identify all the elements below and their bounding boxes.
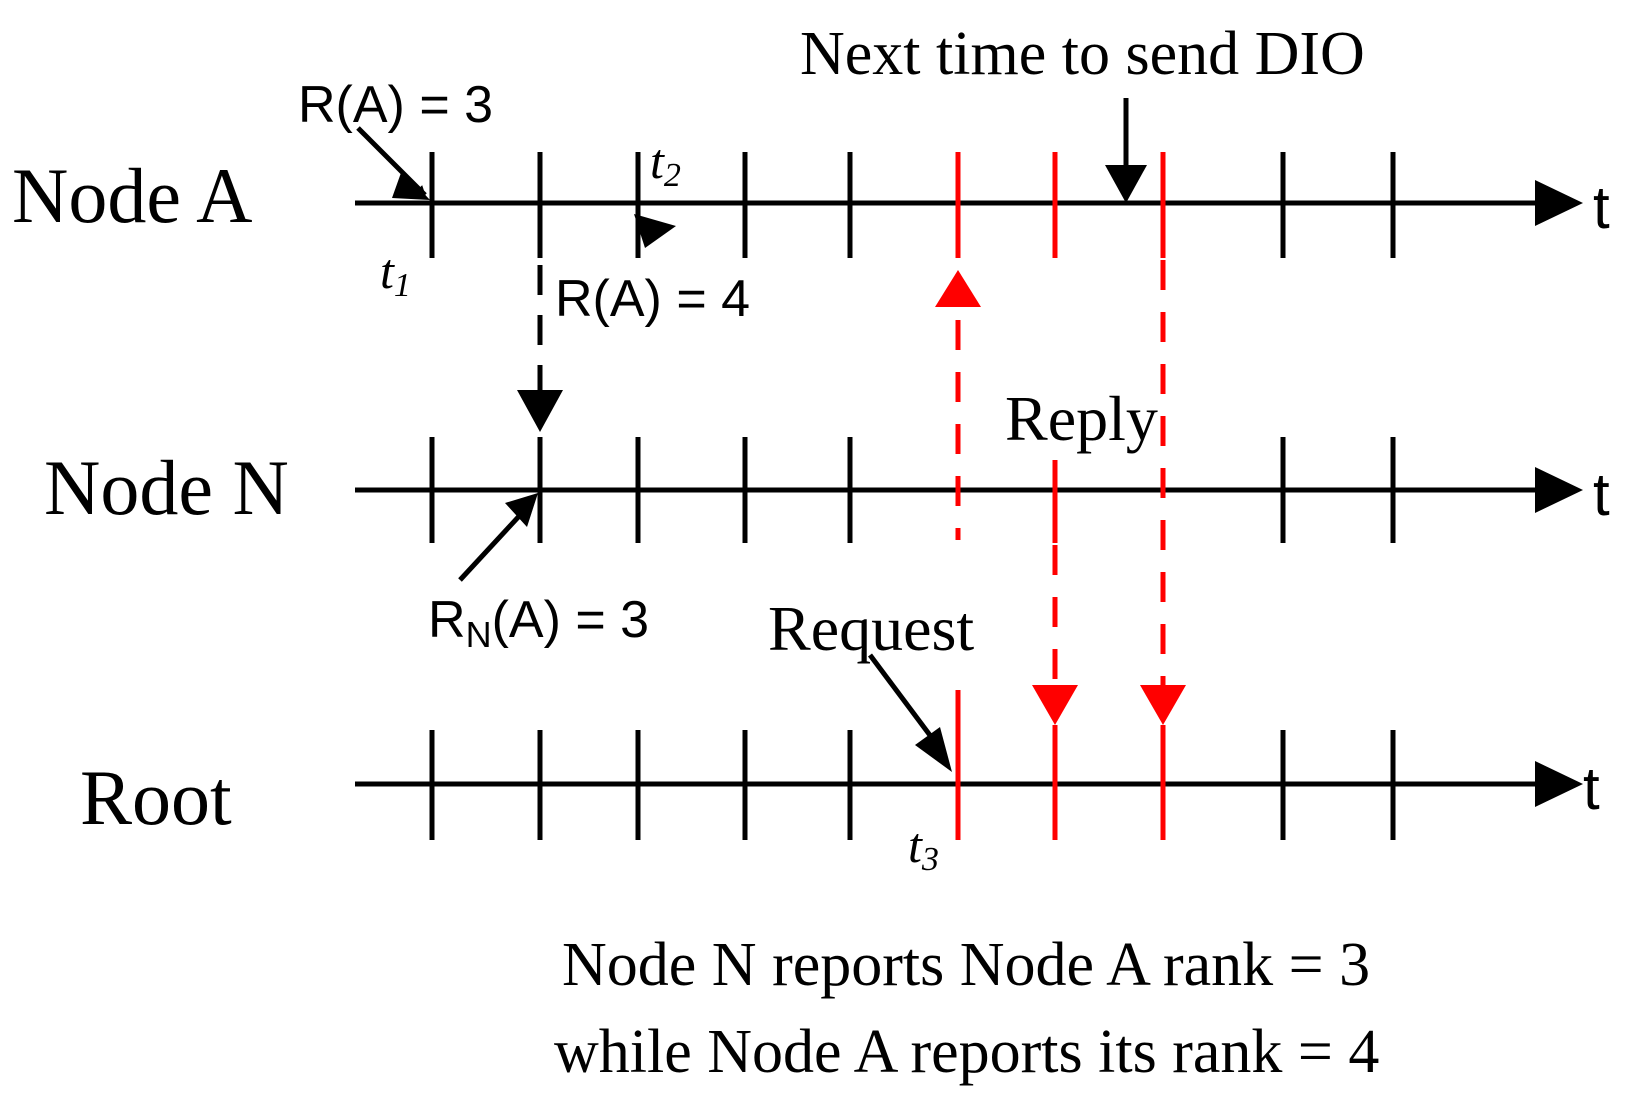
node-n-ticks [429,437,1396,543]
propagation-down-arrowhead [517,390,563,432]
node-a-red-ticks [955,152,1166,258]
rn-a-3-arrowhead [505,493,538,527]
r-a-4-label: R(A) = 4 [555,270,750,328]
rn-a-3-pointer-arrow [458,511,524,582]
next-dio-label: Next time to send DIO [800,20,1365,88]
node-a-ticks [429,152,1396,258]
request-label: Request [768,593,974,664]
timeline-root: Root t [80,690,1600,841]
request-dashed-line-3 [1140,260,1186,725]
next-dio-arrowhead [1105,165,1147,203]
root-red-ticks [955,690,1166,840]
request-dashed-line-2 [1032,545,1078,725]
reply-label: Reply [1005,383,1158,454]
r-a-3-label: R(A) = 3 [298,76,493,134]
t2-label: t2 [650,133,681,194]
root-axis-arrowhead [1535,761,1583,807]
request-arrowhead [915,727,952,772]
caption-line-1: Node N reports Node A rank = 3 [562,931,1370,999]
root-ticks [429,730,1396,840]
rn-a-3-label: RN(A) = 3 [428,591,649,655]
timeline-node-a: Node A t [12,152,1610,258]
t3-label: t3 [908,817,939,878]
r-a-3-arrowhead [392,170,430,200]
root-axis-label: t [1583,755,1600,822]
node-a-axis-label: t [1593,174,1610,241]
timeline-node-n: Node N t [44,437,1610,543]
down-arrowhead-2 [1032,685,1078,725]
request-pointer-arrow [867,653,938,744]
r-a-4-arrowhead [634,214,676,248]
propagation-dashed-line [517,265,563,432]
node-a-label: Node A [12,152,252,239]
node-a-axis-arrowhead [1535,180,1583,226]
caption-line-2: while Node A reports its rank = 4 [554,1018,1379,1086]
reply-dashed-line-1 [935,270,981,540]
down-arrowhead-3 [1140,685,1186,725]
node-n-axis-arrowhead [1535,467,1583,513]
root-label: Root [80,754,232,841]
reply-up-arrowhead [935,270,981,307]
node-n-axis-label: t [1593,461,1610,528]
t1-label: t1 [380,243,411,304]
node-n-label: Node N [44,444,289,531]
